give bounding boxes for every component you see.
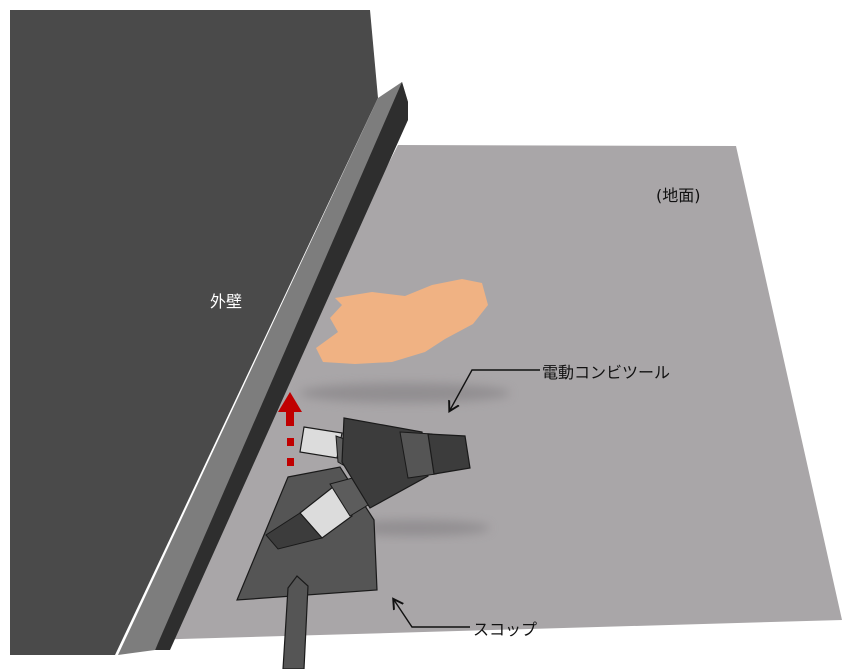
soil-shadow xyxy=(300,383,510,403)
shovel-handle xyxy=(282,575,309,669)
tool-callout-arrow xyxy=(450,369,540,410)
wall-edge-top xyxy=(118,82,408,655)
shovel-label: スコップ xyxy=(473,620,538,639)
electric-combi-tool xyxy=(265,417,471,550)
tool-shadow xyxy=(340,520,490,536)
outer-wall-label: 外壁 xyxy=(210,292,243,311)
shovel-callout-arrow xyxy=(394,600,470,628)
red-up-arrow xyxy=(278,392,302,466)
wall-edge-side xyxy=(155,82,408,650)
soil-patch xyxy=(316,279,488,364)
outer-wall xyxy=(10,10,378,655)
ground-label: (地面) xyxy=(656,186,701,205)
electric-tool-label: 電動コンビツール xyxy=(542,363,671,382)
